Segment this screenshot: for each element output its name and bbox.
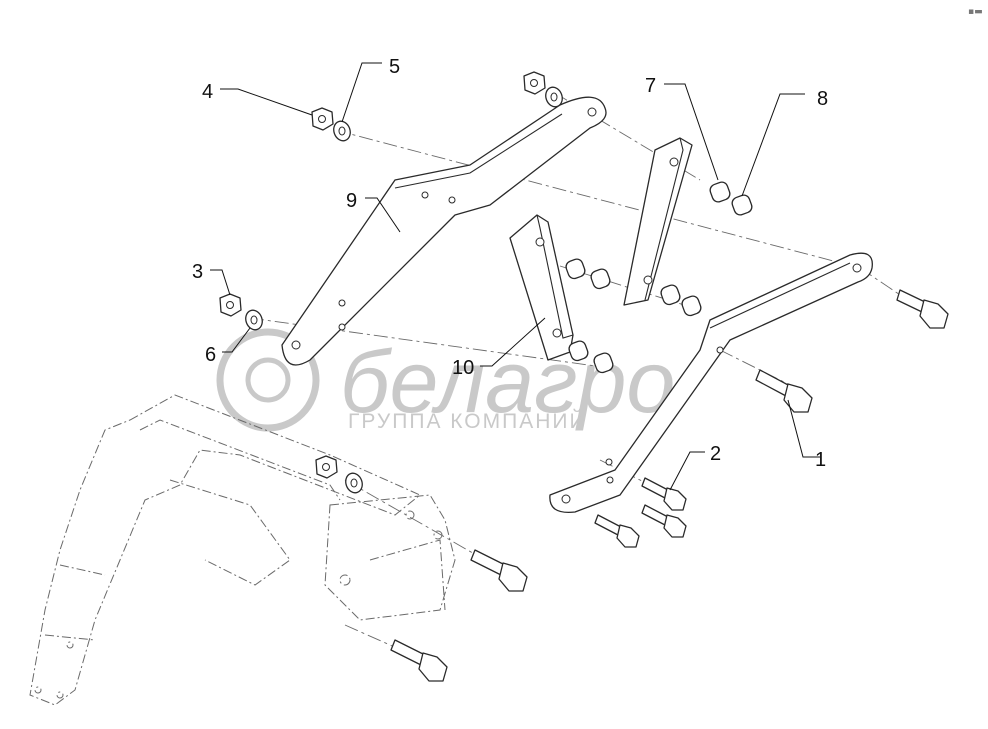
callout-3: 3 [192, 261, 203, 283]
part-10-link-right [623, 137, 693, 306]
callout-5: 5 [389, 56, 400, 78]
callout-9: 9 [346, 190, 357, 212]
callout-6: 6 [205, 344, 216, 366]
phantom-frame [29, 394, 456, 706]
watermark-brand: белагро [340, 332, 675, 431]
bolt-1 [755, 369, 813, 413]
callout-8: 8 [817, 88, 828, 110]
callout-2: 2 [710, 443, 721, 465]
bolt-2b [641, 504, 687, 538]
watermark-tagline: ГРУППА КОМПАНИЙ [348, 409, 587, 433]
part-10-link-left [509, 214, 574, 361]
corner-mark: ▪▬ [968, 7, 983, 17]
bolt-2c [594, 514, 640, 548]
bolt-frame-lower [390, 639, 448, 682]
callout-10: 10 [452, 357, 474, 379]
part-1-lower-bar [549, 252, 873, 514]
bolt-upper-right [896, 289, 949, 329]
callout-7: 7 [645, 75, 656, 97]
callout-1: 1 [815, 449, 826, 471]
bushings [565, 181, 753, 374]
callout-4: 4 [202, 81, 213, 103]
bolts [390, 289, 949, 682]
bolt-frame-upper [470, 549, 528, 592]
part-9-upper-bar [281, 96, 607, 366]
bolt-2a [641, 477, 687, 511]
callout-labels: 1 2 3 4 5 6 7 8 9 10 [192, 56, 828, 471]
watermark-logo: белагро ГРУППА КОМПАНИЙ [216, 328, 675, 433]
callout-leaders [210, 62, 820, 491]
